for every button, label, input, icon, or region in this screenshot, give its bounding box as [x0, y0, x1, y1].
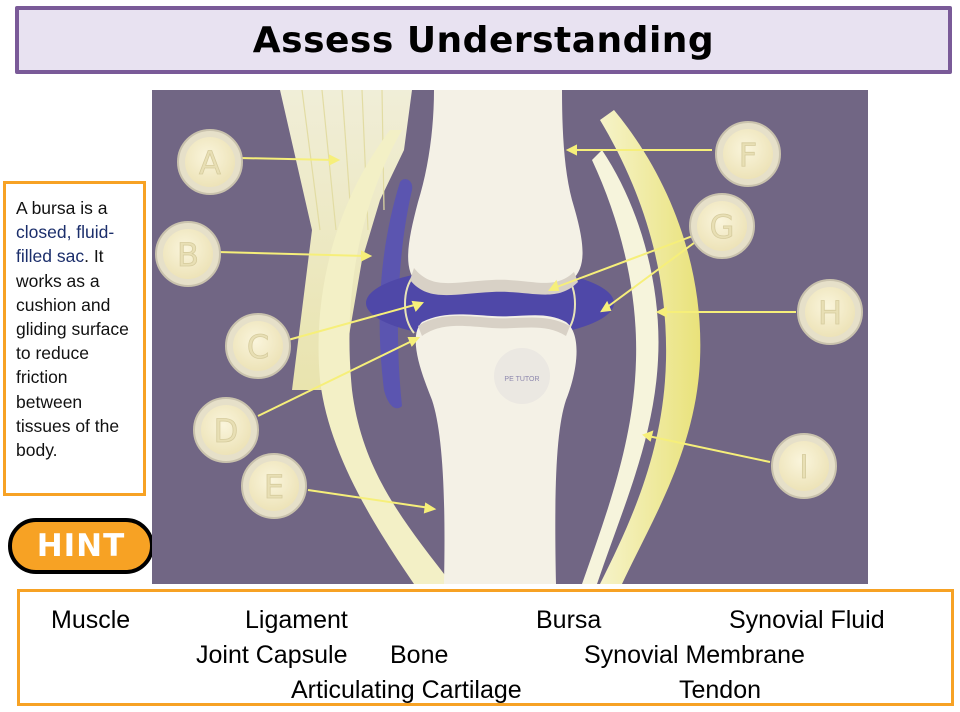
label-arrows — [217, 144, 796, 514]
label-i: I — [799, 448, 808, 486]
info-text-end: . It works as a cushion and gliding surf… — [16, 246, 129, 461]
label-badge-g: G — [689, 193, 755, 259]
word-ligament: Ligament — [245, 606, 348, 634]
knee-joint-diagram: PE TUTOR A B — [152, 90, 868, 584]
label-f: F — [739, 136, 757, 174]
label-badge-c: C — [225, 313, 291, 379]
info-text-highlight: closed, fluid-filled sac — [16, 222, 115, 267]
lower-cartilage — [418, 315, 570, 336]
word-bank: Muscle Ligament Bursa Synovial Fluid Joi… — [17, 589, 954, 706]
label-badge-i: I — [771, 433, 837, 499]
label-badges: A B C D E — [155, 121, 863, 519]
label-badge-h: H — [797, 279, 863, 345]
label-g: G — [710, 208, 735, 246]
title-bar: Assess Understanding — [15, 6, 952, 74]
upper-bone-shape — [408, 90, 583, 290]
label-b: B — [177, 236, 199, 274]
label-c: C — [247, 328, 269, 366]
label-badge-d: D — [193, 397, 259, 463]
watermark-text: PE TUTOR — [504, 376, 539, 383]
label-d: D — [214, 412, 239, 450]
word-synovial-fluid: Synovial Fluid — [729, 606, 885, 634]
upper-cartilage — [410, 268, 578, 296]
word-muscle: Muscle — [51, 606, 131, 634]
label-h: H — [818, 294, 842, 332]
info-text-start: A bursa is a — [16, 198, 108, 218]
label-e: E — [264, 468, 284, 506]
label-badge-a: A — [177, 129, 243, 195]
word-articulating-cartilage: Articulating Cartilage — [291, 676, 522, 704]
lower-bone-shape — [415, 314, 577, 584]
page-title: Assess Understanding — [252, 19, 715, 61]
tendon-right — [600, 110, 701, 584]
label-badge-b: B — [155, 221, 221, 287]
joint-capsule-left — [318, 130, 452, 584]
ligament-right — [582, 150, 659, 584]
word-bone: Bone — [390, 641, 449, 669]
word-bursa: Bursa — [536, 606, 602, 634]
label-badge-f: F — [715, 121, 781, 187]
hint-button[interactable]: HINT — [8, 518, 154, 574]
label-badge-e: E — [241, 453, 307, 519]
word-synovial-membrane: Synovial Membrane — [584, 641, 805, 669]
word-joint-capsule: Joint Capsule — [196, 641, 348, 669]
bursa-info-box: A bursa is a closed, fluid-filled sac. I… — [3, 181, 146, 496]
label-a: A — [199, 144, 221, 182]
word-tendon: Tendon — [679, 676, 762, 704]
watermark-logo — [494, 348, 550, 404]
